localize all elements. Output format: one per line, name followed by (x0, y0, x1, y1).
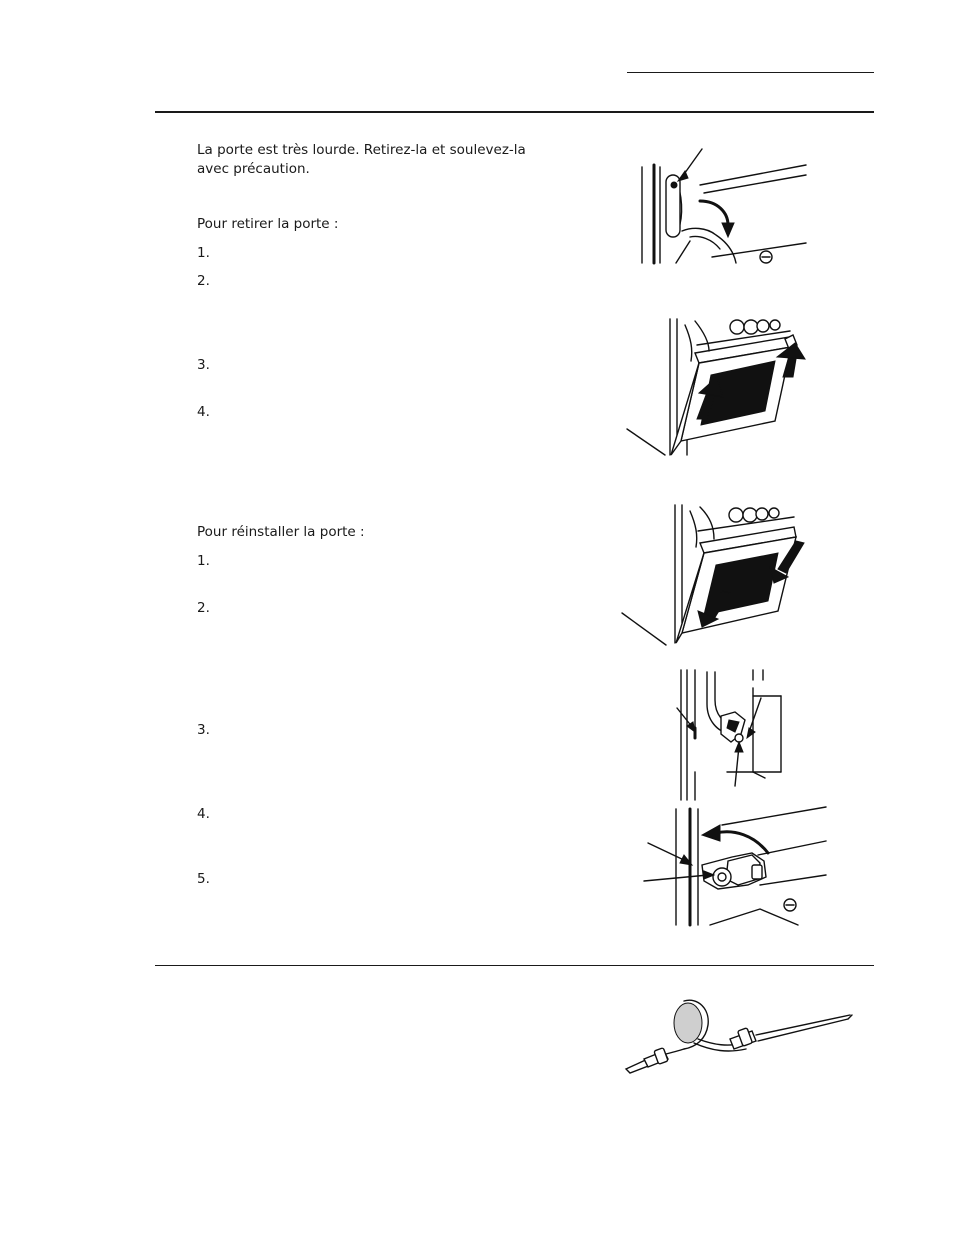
door-replace-icon (618, 503, 808, 648)
hinge-lock-icon (630, 145, 810, 265)
reinstall-step-5: 5. (197, 871, 210, 887)
removal-step-2: 2. (197, 273, 210, 289)
removal-step-4: 4. (197, 404, 210, 420)
header-short-rule (627, 72, 874, 73)
reinstall-step-3: 3. (197, 722, 210, 738)
reinstall-step-4: 4. (197, 806, 210, 822)
door-lift-off-icon (625, 315, 810, 457)
door-warning-line-2: avec précaution. (197, 161, 310, 177)
reinstall-heading: Pour réinstaller la porte : (197, 524, 365, 540)
removal-step-3: 3. (197, 357, 210, 373)
section-bottom-rule (155, 965, 874, 966)
meat-probe-icon (622, 995, 854, 1075)
reinstall-step-1: 1. (197, 553, 210, 569)
hinge-slot-icon (665, 668, 790, 803)
hinge-lock-close-icon (640, 805, 830, 927)
door-warning-line-1: La porte est très lourde. Retirez-la et … (197, 142, 526, 158)
reinstall-step-2: 2. (197, 600, 210, 616)
section-top-rule (155, 111, 874, 113)
removal-step-1: 1. (197, 245, 210, 261)
removal-heading: Pour retirer la porte : (197, 216, 339, 232)
